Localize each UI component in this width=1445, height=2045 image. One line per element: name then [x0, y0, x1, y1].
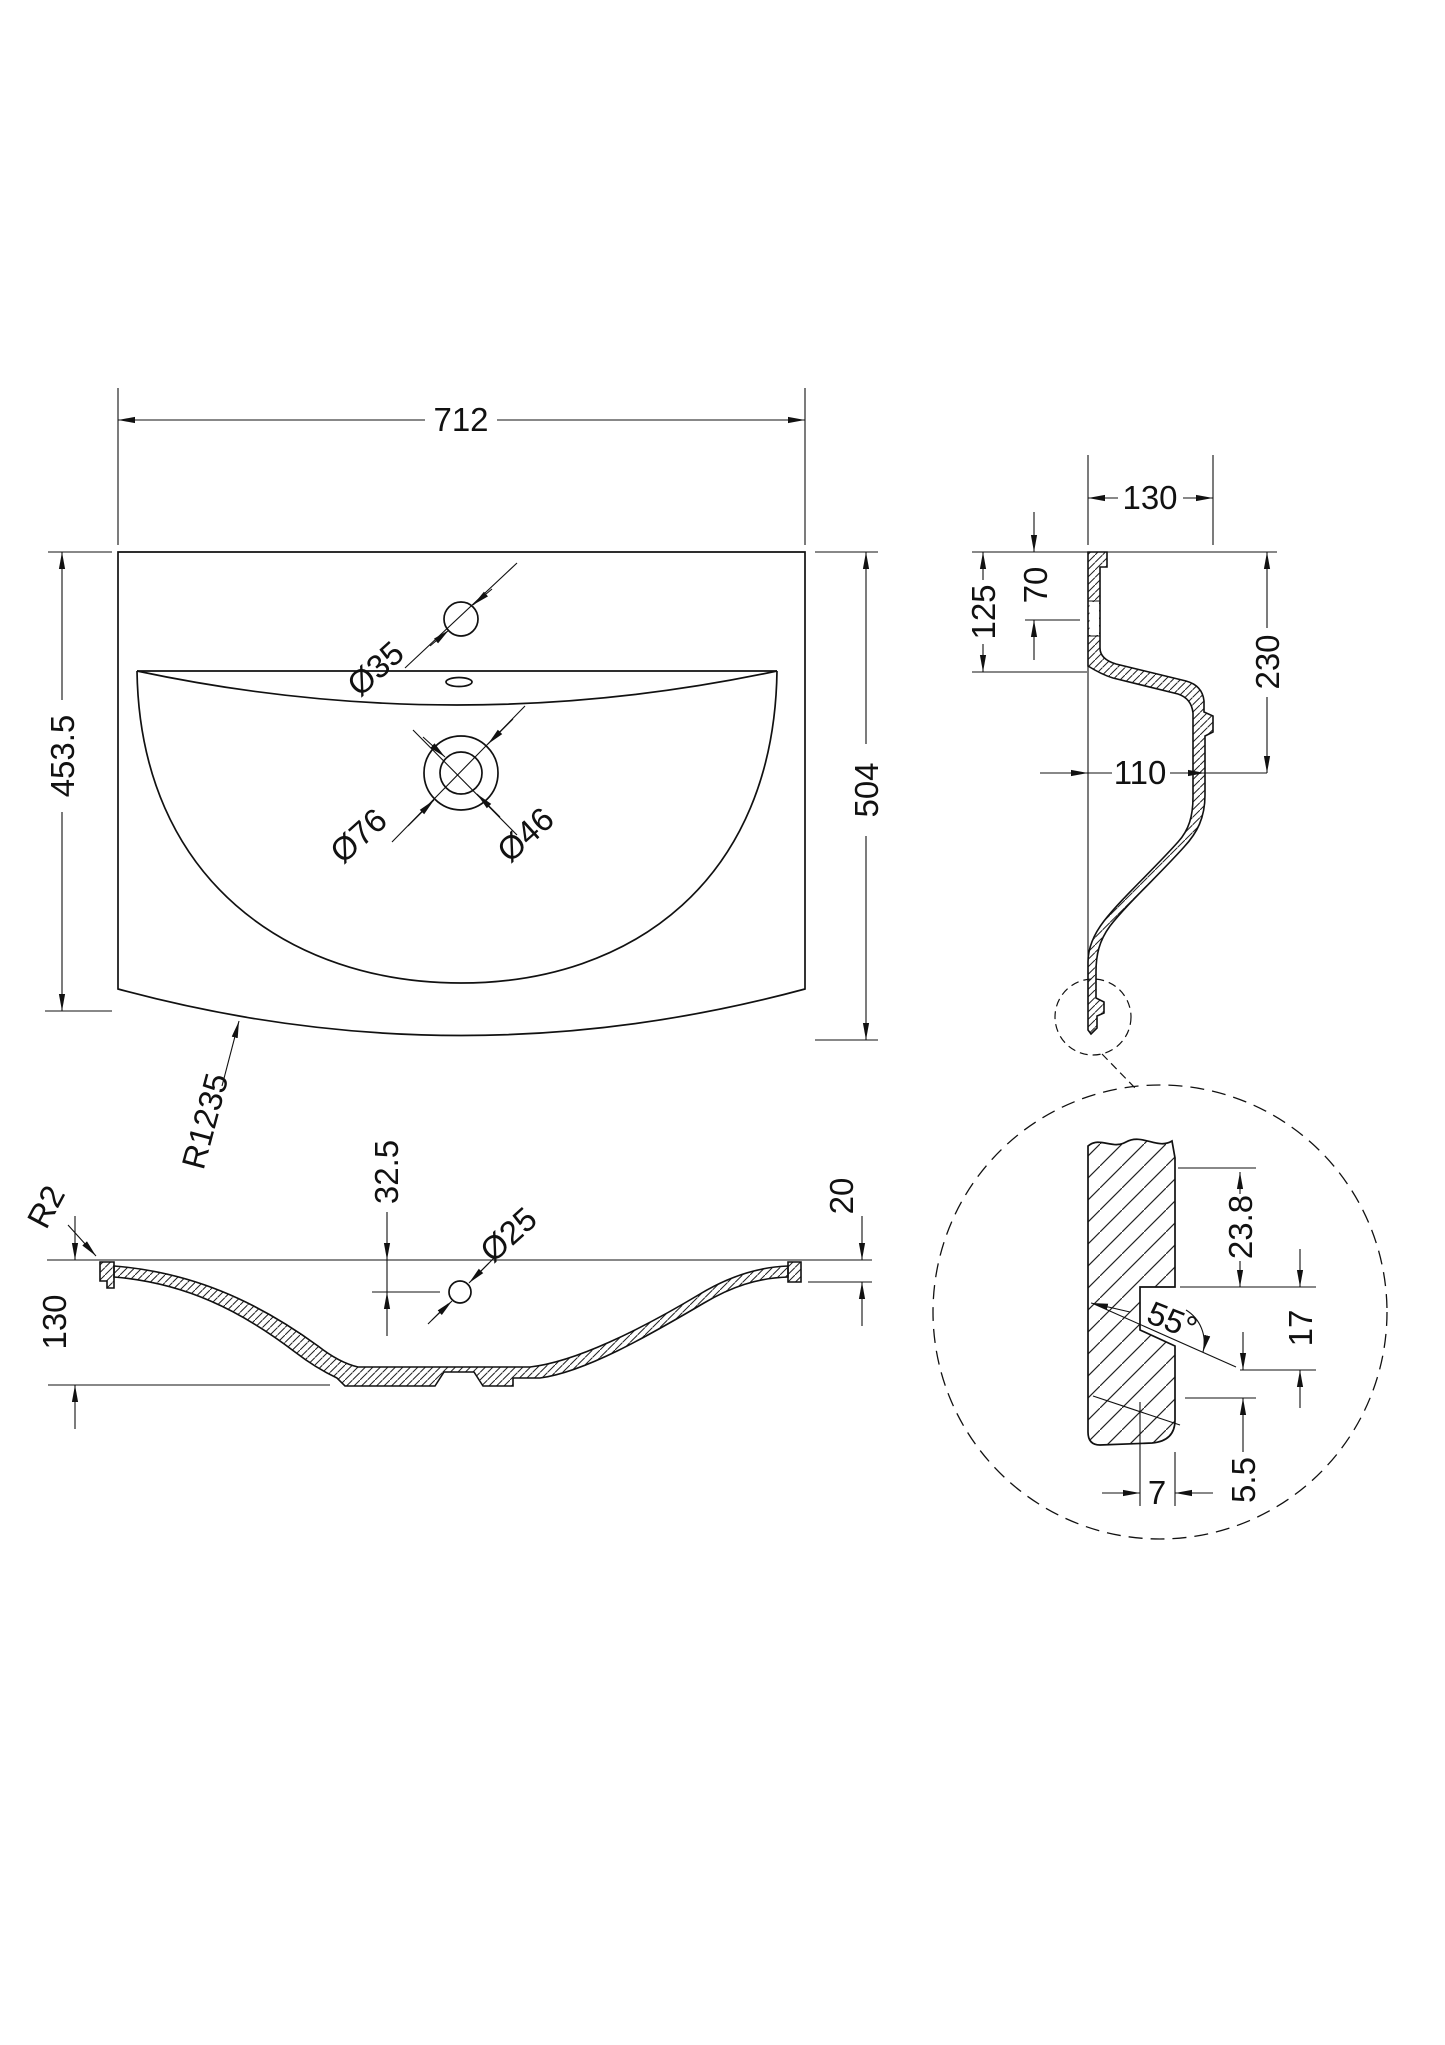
dim-detail-step: 5.5 [1225, 1457, 1262, 1503]
dim-side-ledge-width: 110 [1114, 754, 1167, 791]
detail-view: 55° 23.8 17 5.5 7 [932, 1084, 1388, 1540]
bowl-outline [136, 670, 778, 984]
shell-section [113, 1265, 789, 1387]
dim-rim-thickness: 20 [823, 1178, 860, 1215]
dim-side-front-height: 230 [1249, 634, 1286, 689]
dim-side-back-height: 125 [965, 584, 1002, 639]
dim-plan-height-left: 453.5 [44, 715, 81, 798]
front-section-view: 130 R2 32.5 Ø25 20 [20, 1140, 872, 1429]
tap-hole [443, 601, 479, 637]
side-section-solid [1087, 551, 1214, 1036]
deck-front-edge [136, 670, 778, 706]
side-section-view: 130 125 70 230 110 [965, 455, 1286, 1090]
dim-side-depth: 130 [1122, 479, 1177, 516]
overflow-slot [445, 676, 473, 688]
dim-detail-groove-width: 7 [1148, 1474, 1166, 1511]
dim-detail-groove-height: 17 [1282, 1310, 1319, 1347]
basin-outline [117, 551, 806, 1037]
dim-detail-upper: 23.8 [1222, 1195, 1259, 1259]
left-rim-cap [99, 1261, 115, 1289]
detail-leader [1101, 1053, 1137, 1090]
overflow-slot-gap [1089, 602, 1099, 635]
dim-plan-width: 712 [433, 401, 488, 438]
waste-hole-inner [439, 751, 483, 795]
detail-wall-section [1087, 1138, 1176, 1446]
dim-waste-outer: Ø76 [323, 801, 394, 870]
dim-tap-hole: Ø35 [340, 634, 411, 703]
detail-callout-circle [1054, 978, 1132, 1056]
right-rim-cap [787, 1261, 802, 1283]
waste-hole-outer [423, 735, 499, 811]
dim-corner-radius: R2 [20, 1179, 72, 1234]
dim-overflow-dia: Ø25 [473, 1200, 544, 1269]
dim-overflow-offset: 32.5 [368, 1140, 405, 1204]
overflow-hole-section [448, 1280, 472, 1304]
detail-boundary-circle [932, 1084, 1388, 1540]
dim-side-overflow-drop: 70 [1017, 567, 1054, 604]
dim-waste-inner: Ø46 [490, 800, 561, 869]
plan-view: 712 453.5 504 Ø35 Ø76 Ø46 R1235 [44, 388, 885, 1173]
dim-plan-height-right: 504 [848, 762, 885, 817]
dim-section-height: 130 [36, 1294, 73, 1349]
dim-front-radius: R1235 [174, 1069, 235, 1173]
